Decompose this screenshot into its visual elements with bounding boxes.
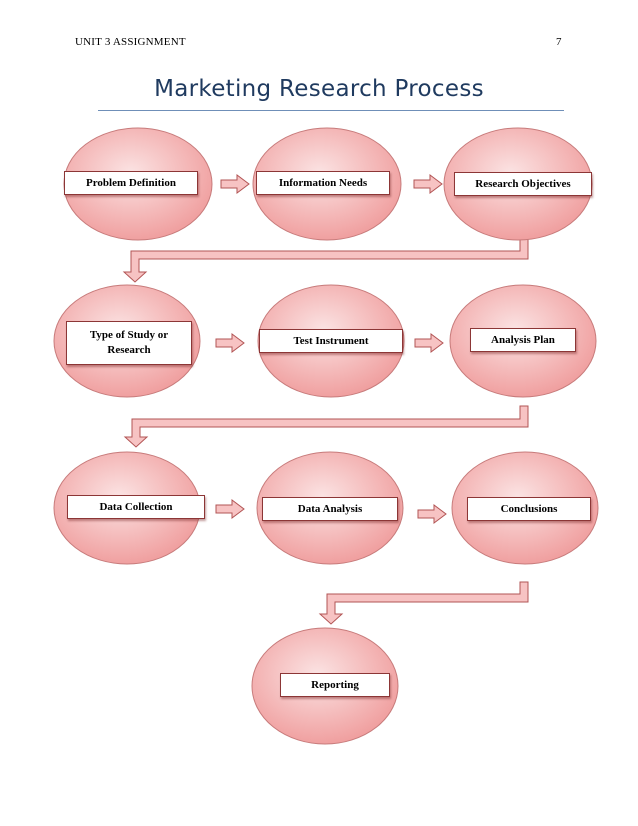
node-label-type-of-study: Type of Study or Research (66, 321, 192, 365)
node-label-analysis-plan: Analysis Plan (470, 328, 576, 352)
connector-information-needs-to-research-objectives (413, 174, 443, 194)
node-label-conclusions: Conclusions (467, 497, 591, 521)
page-header-title: UNIT 3 ASSIGNMENT (75, 36, 186, 48)
node-label-data-collection: Data Collection (67, 495, 205, 519)
node-label-test-instrument: Test Instrument (259, 329, 403, 353)
diagram-title: Marketing Research Process (154, 76, 484, 102)
connector-conclusions-to-reporting (318, 581, 529, 625)
node-label-data-analysis: Data Analysis (262, 497, 398, 521)
node-label-reporting: Reporting (280, 673, 390, 697)
connector-research-objectives-to-type-of-study (122, 237, 529, 283)
page-number: 7 (556, 36, 562, 48)
node-label-information-needs: Information Needs (256, 171, 390, 195)
title-underline (98, 110, 564, 111)
connector-type-of-study-to-test-instrument (215, 333, 245, 353)
connector-analysis-plan-to-data-collection (123, 405, 529, 448)
connector-data-collection-to-data-analysis (215, 499, 245, 519)
node-label-problem-definition: Problem Definition (64, 171, 198, 195)
connector-data-analysis-to-conclusions (417, 504, 447, 524)
connector-test-instrument-to-analysis-plan (414, 333, 444, 353)
connector-problem-definition-to-information-needs (220, 174, 250, 194)
node-label-research-objectives: Research Objectives (454, 172, 592, 196)
